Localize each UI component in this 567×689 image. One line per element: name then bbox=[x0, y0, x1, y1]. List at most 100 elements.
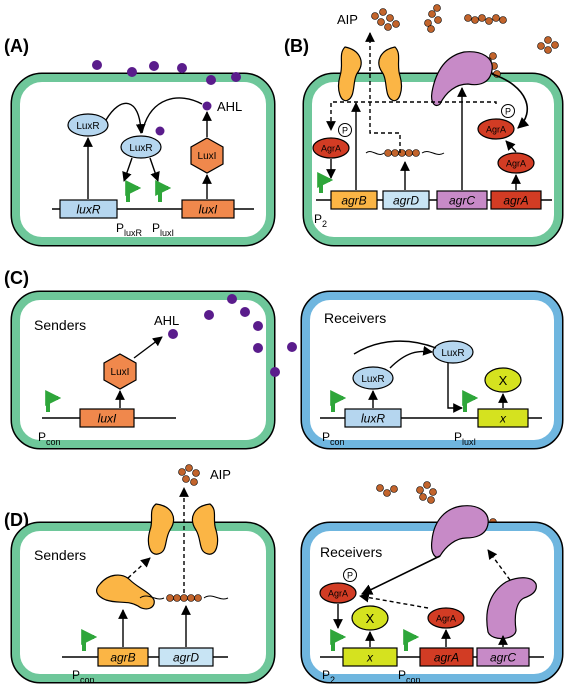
panel-c-promoter-pluxi: PluxI bbox=[454, 430, 476, 447]
panel-c-arrow-activate bbox=[447, 363, 463, 413]
panel-c-promoter-pcon2: Pcon bbox=[322, 430, 345, 447]
panel-a-luxr-free-label: LuxR bbox=[76, 121, 99, 132]
panel-b-gene-agrb: agrB bbox=[341, 194, 366, 208]
panel-c-luxr-bound-protein bbox=[432, 340, 474, 364]
panel-b-phos-left-label: P bbox=[342, 126, 348, 136]
panel-d-agra-p-label: AgrA bbox=[328, 589, 348, 599]
panel-d-promoter-arrow-2 bbox=[330, 629, 347, 651]
panel-a-ahl-inside bbox=[202, 101, 212, 111]
panel-d-agrd-peptide bbox=[166, 594, 202, 602]
panel-b-gene-agrc-box bbox=[436, 190, 488, 210]
panel-c-promoter-arrow-3 bbox=[462, 390, 479, 412]
panel-b-agrd-peptide bbox=[384, 149, 420, 157]
panel-d-arrow-agra-transfer bbox=[359, 592, 429, 609]
panel-d-promoter-p2: P2 bbox=[322, 668, 335, 685]
panel-d-arrow-agrb-insert bbox=[127, 557, 151, 579]
panel-d-promoter-arrow-3 bbox=[403, 629, 420, 651]
panel-d-gene-agra-box bbox=[419, 647, 474, 667]
panel-d-gene-agrd: agrD bbox=[173, 651, 199, 665]
panel-c-label: (C) bbox=[4, 268, 29, 288]
panel-c-luxr-bound-label: LuxR bbox=[441, 348, 464, 359]
panel-a-gene-luxi: luxI bbox=[199, 203, 218, 217]
panel-a-ahl-label: AHL bbox=[217, 99, 242, 114]
panel-b-phos-right-label: P bbox=[505, 107, 511, 117]
panel-b-aip-label: AIP bbox=[337, 12, 358, 27]
panel-b-gene-agrc: agrC bbox=[449, 194, 475, 208]
panel-b-agra-right-protein bbox=[497, 152, 535, 174]
panel-b-promoter-arrow bbox=[317, 172, 334, 193]
panel-a-arrow-activate-2 bbox=[149, 157, 160, 182]
panel-d-x-protein bbox=[351, 605, 389, 631]
panel-d: (D) Senders AIP agrB agrD Pcon bbox=[4, 464, 564, 685]
panel-a-gene-luxr: luxR bbox=[76, 203, 100, 217]
panel-d-receivers-title: Receivers bbox=[320, 544, 382, 560]
panel-b-phos-left bbox=[338, 123, 352, 137]
panel-a-label: (A) bbox=[4, 36, 29, 56]
panel-d-aip-cluster bbox=[178, 464, 200, 486]
panel-d-gene-x: x bbox=[366, 651, 374, 665]
panel-b-agrd-peptide-tail bbox=[365, 151, 385, 155]
panel-a-arrow-complex-2 bbox=[141, 97, 203, 134]
panel-c-arrow-complex-1 bbox=[389, 345, 433, 369]
panel-c-gene-x: x bbox=[499, 412, 507, 426]
panel-b-agrc-receptor bbox=[431, 51, 493, 107]
panel-b-promoter-p2: P2 bbox=[314, 212, 327, 229]
panel-d-gene-agra: agrA bbox=[434, 651, 459, 665]
panel-c-luxr-free-label: LuxR bbox=[361, 374, 384, 385]
panel-a-promoter-arrow-1 bbox=[125, 180, 142, 202]
panel-a-ahl-outside bbox=[92, 60, 241, 85]
panel-d-promoter-pcon1: Pcon bbox=[72, 668, 95, 685]
panel-a-promoter-pluxr: PluxR bbox=[116, 221, 143, 238]
panel-d-agrb-cytoplasm bbox=[96, 574, 155, 610]
panel-d-agrb-transporter-left bbox=[147, 503, 175, 555]
panel-d-arrow-agrc-phos bbox=[360, 555, 441, 595]
panel-b-arrow-agra-phos bbox=[505, 140, 517, 153]
panel-c-senders-title: Senders bbox=[34, 317, 86, 333]
panel-b-aip-outside bbox=[371, 4, 559, 78]
panel-d-x-label: X bbox=[366, 611, 375, 626]
panel-c-promoter-arrow-2 bbox=[330, 390, 347, 412]
panel-c-luxi-label: LuxI bbox=[111, 367, 130, 378]
panel-d-gene-x-box bbox=[342, 647, 398, 667]
panel-d-agrd-tail-2 bbox=[203, 595, 229, 600]
panel-d-gene-agrc-box bbox=[476, 647, 530, 667]
panel-a-promoter-pluxi: PluxI bbox=[152, 221, 174, 238]
panel-d-agra-p-protein bbox=[319, 582, 357, 604]
panel-c-gene-luxr: luxR bbox=[361, 412, 385, 426]
panel-c-promoter-arrow-1 bbox=[45, 390, 62, 412]
panel-a-luxr-free-protein bbox=[67, 113, 109, 137]
panel-b-arrow-agrc-phos bbox=[491, 73, 530, 129]
panel-d-phos bbox=[343, 568, 357, 582]
panel-d-agrb-transporter-right bbox=[191, 503, 219, 555]
panel-c-promoter-pcon1: Pcon bbox=[38, 430, 61, 447]
panel-b-agra-left-label: AgrA bbox=[321, 144, 341, 154]
panel-c-receivers-cell-wall-color bbox=[302, 292, 562, 448]
panel-b-agra-right-p-label: AgrA bbox=[486, 125, 506, 135]
panel-c-x-label: X bbox=[499, 373, 508, 388]
panel-d-promoter-pcon2: Pcon bbox=[398, 668, 421, 685]
panel-b-gene-agrb-box bbox=[330, 190, 378, 210]
panel-d-phos-label: P bbox=[347, 571, 353, 581]
panel-a-gene-luxr-box bbox=[59, 199, 118, 219]
panel-a-luxr-bound-label: LuxR bbox=[129, 143, 152, 154]
panel-d-aip-label: AIP bbox=[210, 467, 231, 482]
panel-c-arrow-luxi-ahl bbox=[133, 336, 163, 359]
panel-d-agra-protein bbox=[427, 607, 465, 629]
panel-c-luxi-protein bbox=[103, 353, 137, 390]
panel-b-agra-right-p-protein bbox=[477, 118, 515, 140]
panel-d-gene-agrc: agrC bbox=[490, 651, 516, 665]
panel-d-gene-agrb-box bbox=[97, 647, 149, 667]
panel-d-label: (D) bbox=[4, 510, 29, 530]
panel-d-senders-title: Senders bbox=[34, 547, 86, 563]
panel-b-gene-agrd: agrD bbox=[393, 194, 419, 208]
panel-b-gene-agra-box bbox=[490, 190, 542, 210]
panel-c-gene-luxr-box bbox=[344, 408, 402, 428]
panel-a-arrow-activate-1 bbox=[122, 157, 133, 182]
panel-a-luxi-label: LuxI bbox=[198, 151, 217, 162]
panel-b: (B) AIP agrB agrD agrC agrA P2 bbox=[284, 4, 564, 247]
panel-b-agra-left-protein bbox=[312, 137, 350, 159]
panel-a-luxi-protein bbox=[190, 137, 224, 174]
panel-b-phos-right bbox=[501, 104, 515, 118]
panel-d-arrow-agrc-insert bbox=[487, 549, 511, 581]
